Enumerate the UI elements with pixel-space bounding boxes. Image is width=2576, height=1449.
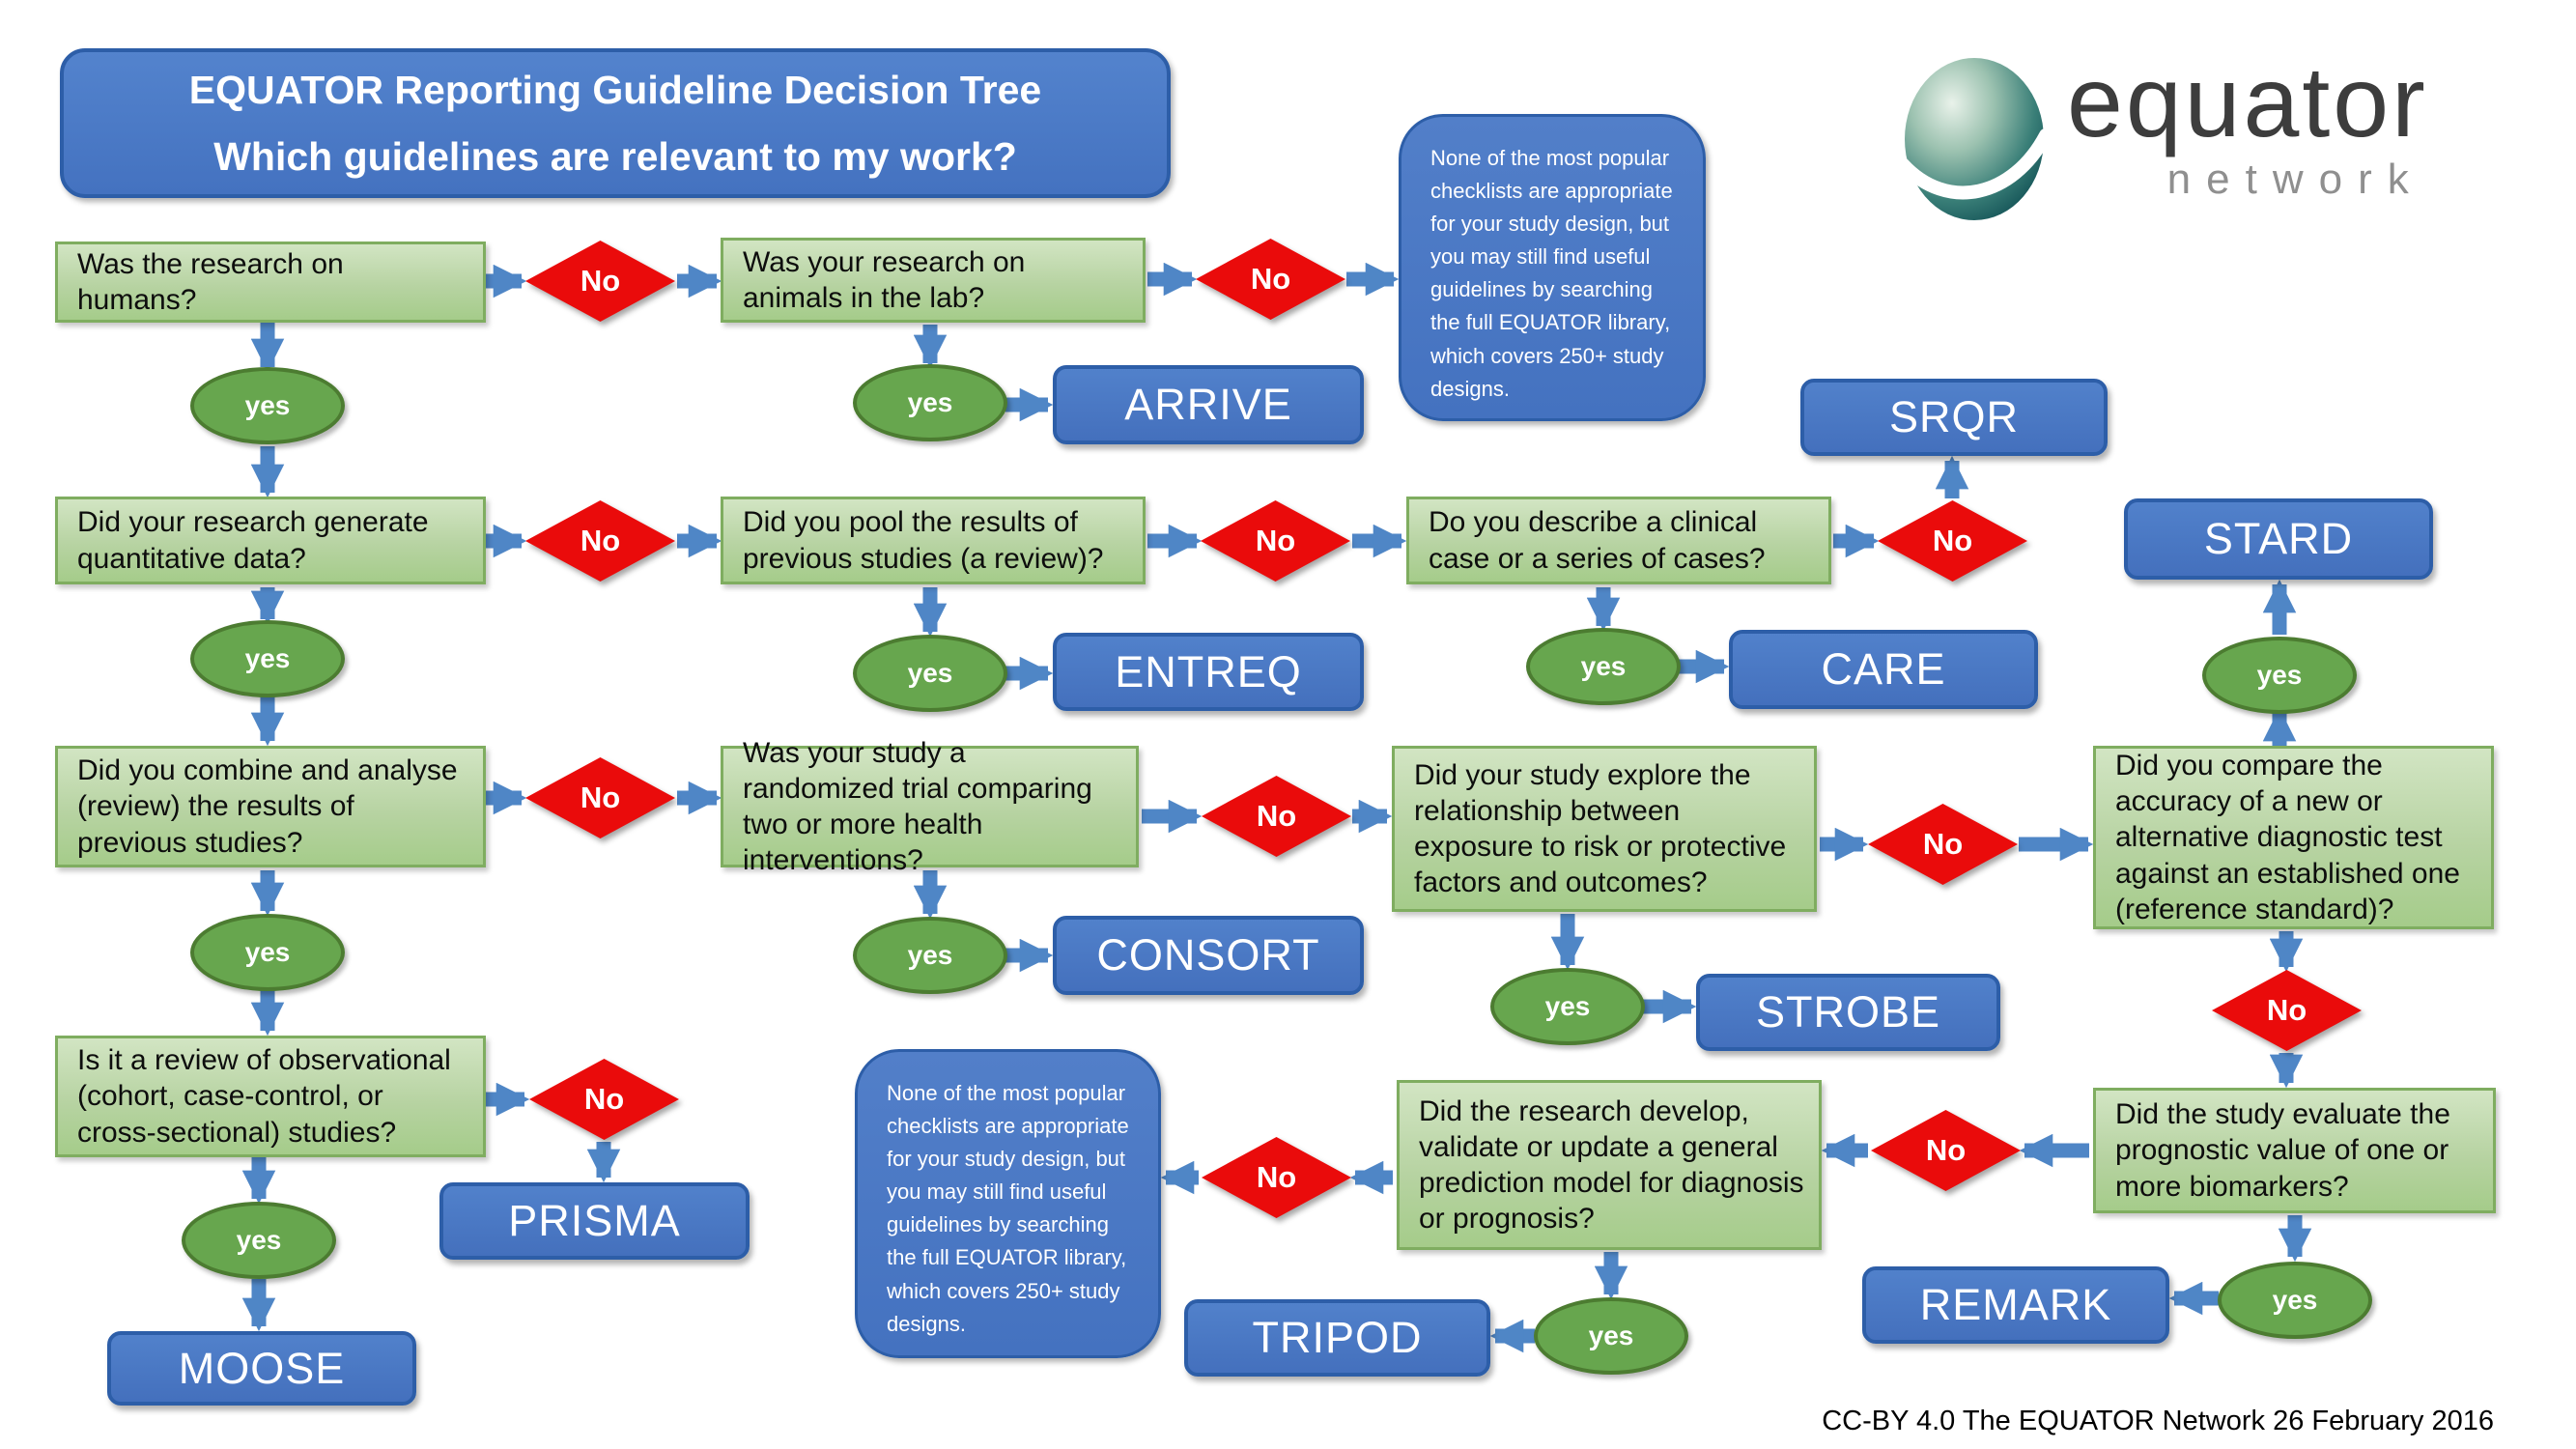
no-label: No <box>525 500 675 582</box>
yes-humans: yes <box>190 367 345 444</box>
no-label: No <box>1878 500 2027 582</box>
yes-diagnostic: yes <box>2202 637 2357 714</box>
question-quantitative-data: Did your research generate quantitative … <box>55 497 486 584</box>
note-search-library-bottom: None of the most popular checklists are … <box>855 1049 1161 1358</box>
decision-no-prediction: No <box>1202 1137 1351 1218</box>
question-randomized-trial: Was your study a randomized trial compar… <box>721 737 1139 876</box>
license-credit: CC-BY 4.0 The EQUATOR Network 26 Februar… <box>1822 1406 2494 1436</box>
no-label: No <box>529 1059 679 1140</box>
yes-pooled: yes <box>853 635 1007 712</box>
decision-no-diagnostic: No <box>2212 970 2362 1051</box>
equator-network-logo: equator network <box>1899 46 2527 292</box>
guideline-stard: STARD <box>2124 498 2433 580</box>
question-animals-lab: Was your research on animals in the lab? <box>721 238 1146 323</box>
guideline-prisma: PRISMA <box>439 1182 750 1260</box>
decision-no-clinical-case: No <box>1878 500 2027 582</box>
question-humans: Was the research on humans? <box>55 242 486 323</box>
yes-prediction: yes <box>1534 1297 1688 1375</box>
decision-no-humans: No <box>525 241 675 322</box>
decision-no-observational: No <box>529 1059 679 1140</box>
yes-exposure: yes <box>1490 968 1645 1045</box>
question-clinical-case: Do you describe a clinical case or a ser… <box>1406 497 1831 584</box>
decision-no-quantitative: No <box>525 500 675 582</box>
decision-no-randomized: No <box>1202 776 1351 857</box>
decision-no-combine: No <box>525 757 675 838</box>
decision-no-exposure: No <box>1868 804 2018 885</box>
yes-randomized: yes <box>853 917 1007 994</box>
note-search-library-top: None of the most popular checklists are … <box>1399 114 1706 421</box>
no-label: No <box>1202 776 1351 857</box>
guideline-tripod: TRIPOD <box>1184 1299 1490 1377</box>
question-diagnostic-accuracy: Did you compare the accuracy of a new or… <box>2093 746 2494 929</box>
no-label: No <box>1202 1137 1351 1218</box>
logo-wordmark: equator network <box>2067 46 2428 204</box>
guideline-care: CARE <box>1729 630 2038 709</box>
question-observational-review: Is it a review of observational (cohort,… <box>55 1036 486 1157</box>
yes-animals: yes <box>853 364 1007 441</box>
guideline-arrive: ARRIVE <box>1053 365 1364 444</box>
logo-brand-text: equator <box>2067 46 2428 158</box>
guideline-srqr: SRQR <box>1800 379 2108 456</box>
no-label: No <box>1196 239 1345 320</box>
guideline-remark: REMARK <box>1862 1266 2169 1344</box>
guideline-moose: MOOSE <box>107 1331 416 1406</box>
decision-no-biomarkers: No <box>1871 1110 2021 1191</box>
yes-combine: yes <box>190 914 345 991</box>
no-label: No <box>2212 970 2362 1051</box>
guideline-strobe: STROBE <box>1696 974 2000 1051</box>
question-biomarkers: Did the study evaluate the prognostic va… <box>2093 1088 2496 1213</box>
logo-sub-text: network <box>2166 156 2424 204</box>
question-exposure-outcomes: Did your study explore the relationship … <box>1392 746 1817 912</box>
yes-biomarkers: yes <box>2218 1262 2372 1339</box>
title-line-1: EQUATOR Reporting Guideline Decision Tre… <box>188 67 1042 112</box>
guideline-consort: CONSORT <box>1053 916 1364 995</box>
no-label: No <box>1201 500 1350 582</box>
question-prediction-model: Did the research develop, validate or up… <box>1397 1080 1822 1250</box>
title-line-2: Which guidelines are relevant to my work… <box>213 133 1017 179</box>
no-label: No <box>1868 804 2018 885</box>
diagram-title: EQUATOR Reporting Guideline Decision Tre… <box>60 48 1171 198</box>
no-label: No <box>525 241 675 322</box>
yes-quantitative: yes <box>190 620 345 697</box>
guideline-entreq: ENTREQ <box>1053 633 1364 711</box>
no-label: No <box>1871 1110 2021 1191</box>
yes-observational: yes <box>182 1202 336 1279</box>
equator-globe-icon <box>1899 58 2052 220</box>
question-combine-analyse: Did you combine and analyse (review) the… <box>55 746 486 867</box>
yes-clinical-case: yes <box>1526 628 1681 705</box>
no-label: No <box>525 757 675 838</box>
question-pooled-review: Did you pool the results of previous stu… <box>721 497 1146 584</box>
decision-no-animals: No <box>1196 239 1345 320</box>
decision-no-pooled: No <box>1201 500 1350 582</box>
